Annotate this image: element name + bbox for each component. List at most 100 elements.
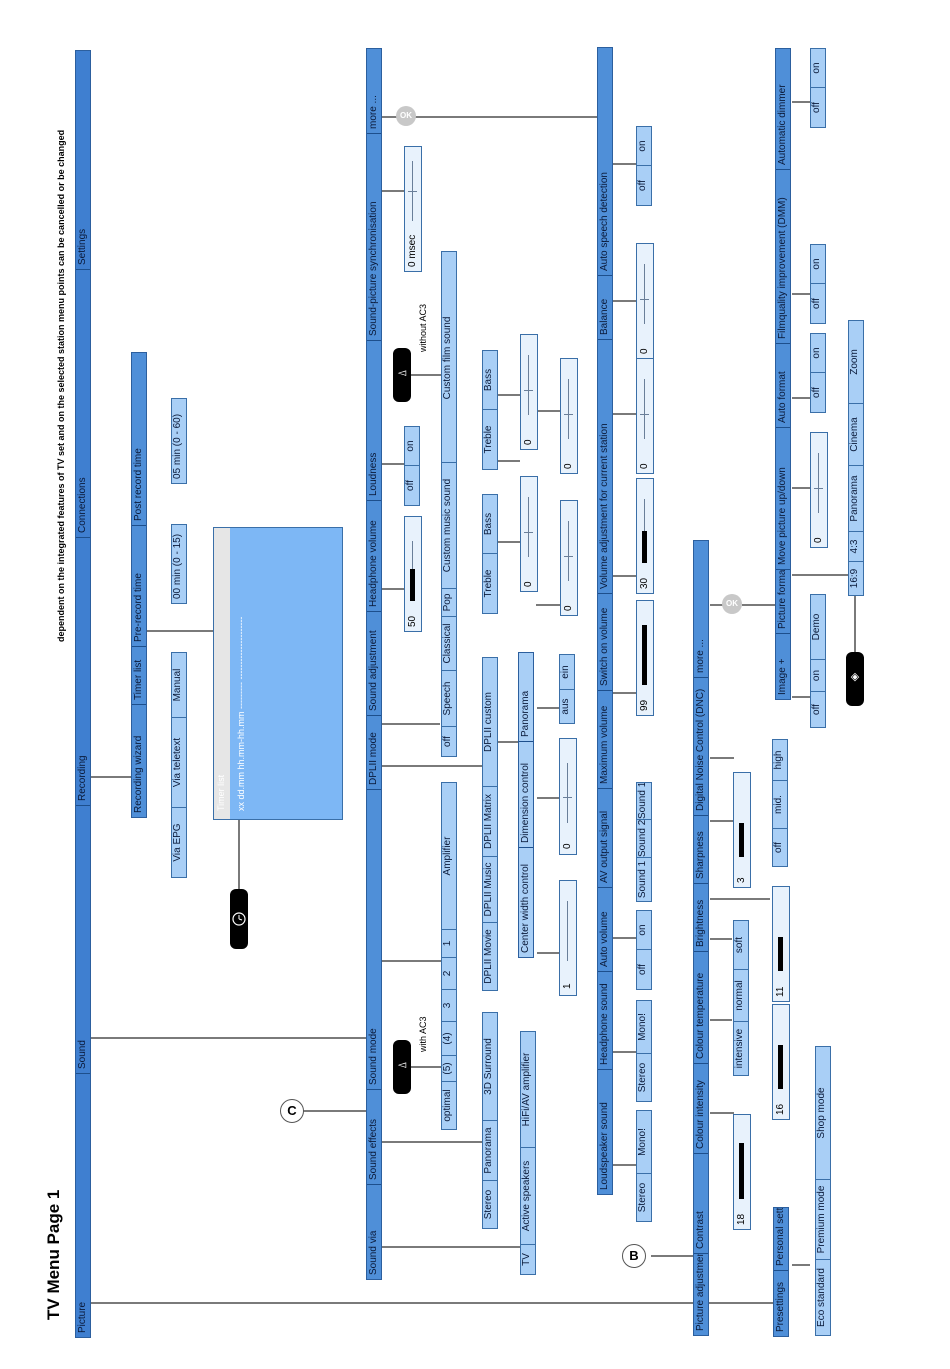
adjust-off[interactable]: off xyxy=(442,726,456,756)
image-plus[interactable]: Image + xyxy=(776,633,790,699)
panorama-aus[interactable]: aus xyxy=(560,689,574,723)
sync-slider[interactable]: 0 msec xyxy=(404,146,422,272)
dimension-slider[interactable]: 0 xyxy=(559,738,577,855)
picture-adjustment[interactable]: Picture adjustment xyxy=(694,1253,708,1335)
center-width-control[interactable]: Center width control xyxy=(519,847,533,957)
hifi-av-amplifier[interactable]: HiFi/AV amplifier xyxy=(521,1052,532,1127)
automatic-dimmer[interactable]: Automatic dimmer xyxy=(777,84,788,165)
adjust-speech[interactable]: Speech xyxy=(442,670,456,726)
adjust-custom-film[interactable]: Custom film sound xyxy=(442,316,453,400)
shop-mode[interactable]: Shop mode xyxy=(816,1087,827,1139)
switch-on-volume[interactable]: Switch on volume xyxy=(598,593,612,690)
film-treble[interactable]: Treble xyxy=(483,409,497,469)
premium-mode[interactable]: Premium mode xyxy=(816,1179,830,1259)
image-off[interactable]: off xyxy=(811,691,825,727)
auto-format-on[interactable]: on xyxy=(811,347,822,359)
dnc-high[interactable]: high xyxy=(773,750,784,770)
mode-3[interactable]: 3 xyxy=(442,989,456,1021)
speech-off[interactable]: off xyxy=(637,165,651,205)
loudness-on[interactable]: on xyxy=(405,440,416,452)
sound-picture-sync[interactable]: Sound-picture synchronisation xyxy=(367,133,381,340)
film-treble-slider[interactable]: 0 xyxy=(560,358,578,474)
sound-effects[interactable]: Sound effects xyxy=(367,1089,381,1184)
brightness-slider[interactable]: 11 xyxy=(772,886,790,1002)
adjust-classical[interactable]: Classical xyxy=(442,616,456,670)
headphone-volume-slider[interactable]: 50 xyxy=(404,516,422,632)
auto-volume[interactable]: Auto volume xyxy=(598,887,612,971)
mode-amplifier[interactable]: Amplifier xyxy=(442,836,453,876)
format-zoom[interactable]: Zoom xyxy=(849,349,860,375)
dpl-custom[interactable]: DPLII custom xyxy=(483,691,494,753)
av-on[interactable]: on xyxy=(637,924,648,936)
mode-5[interactable]: (5) xyxy=(442,1055,456,1081)
av-off[interactable]: off xyxy=(637,949,651,989)
format-4-3[interactable]: 4:3 xyxy=(849,531,863,561)
dimmer-on[interactable]: on xyxy=(811,62,822,74)
format-panorama[interactable]: Panorama xyxy=(849,465,863,531)
pre-record-value[interactable]: 00 min (0 - 15) xyxy=(171,524,187,604)
volume-adjust-slider[interactable]: 0 xyxy=(636,358,654,474)
auto-format[interactable]: Auto format xyxy=(776,343,790,427)
balance-slider[interactable]: 0 xyxy=(636,243,654,359)
sound-1-2[interactable]: Sound 1+2 xyxy=(637,783,648,819)
hp-stereo[interactable]: Stereo xyxy=(637,1053,651,1101)
sharpness-slider[interactable]: 3 xyxy=(733,772,751,888)
adjust-pop[interactable]: Pop xyxy=(442,588,456,616)
loudness[interactable]: Loudness xyxy=(367,340,381,500)
main-menu-picture[interactable]: Picture xyxy=(76,1073,90,1337)
mode-2[interactable]: 2 xyxy=(442,957,456,989)
panorama-ein[interactable]: ein xyxy=(560,665,571,679)
dpl-movie[interactable]: DPLII Movie xyxy=(483,922,497,990)
post-record-time[interactable]: Post record time xyxy=(133,448,144,521)
main-menu-settings[interactable]: Settings xyxy=(77,228,88,265)
dpl-music[interactable]: DPLII Music xyxy=(483,856,497,922)
switch-on-volume-slider[interactable]: 30 xyxy=(636,478,654,594)
music-bass-slider[interactable]: 0 xyxy=(520,476,538,592)
dpl-mode[interactable]: DPLII mode xyxy=(367,715,381,789)
picture-more[interactable]: more ... xyxy=(695,639,706,673)
adjust-custom-music[interactable]: Custom music sound xyxy=(442,462,456,588)
stereo[interactable]: Stereo xyxy=(483,1180,497,1228)
film-bass-slider[interactable]: 0 xyxy=(520,334,538,450)
headphone-volume[interactable]: Headphone volume xyxy=(367,500,381,611)
dnc-mid[interactable]: mid. xyxy=(773,780,787,828)
recording-wizard[interactable]: Recording wizard xyxy=(132,704,146,817)
speech-on[interactable]: on xyxy=(637,140,648,152)
mode-1[interactable]: 1 xyxy=(442,929,456,957)
temp-intensive[interactable]: intensive xyxy=(734,1021,748,1075)
post-record-value[interactable]: 05 min (0 - 60) xyxy=(171,398,187,484)
loudness-off[interactable]: off xyxy=(405,465,419,505)
image-on[interactable]: on xyxy=(811,659,825,691)
3d-surround[interactable]: 3D Surround xyxy=(483,1038,494,1095)
format-16-9[interactable]: 16:9 xyxy=(849,561,863,595)
sound-1[interactable]: Sound 1 xyxy=(637,857,651,901)
sound-via[interactable]: Sound via xyxy=(367,1184,381,1279)
brightness[interactable]: Brightness xyxy=(694,883,708,951)
sound-2[interactable]: Sound 2 xyxy=(637,819,651,857)
timer-list[interactable]: Timer list xyxy=(132,646,146,704)
move-picture[interactable]: Move picture up/down xyxy=(776,427,790,569)
loudspeaker-sound[interactable]: Loudspeaker sound xyxy=(598,1069,612,1194)
dimension-control[interactable]: Dimension control xyxy=(519,741,533,847)
sound-mode[interactable]: Sound mode xyxy=(367,789,381,1089)
via-teletext[interactable]: Via teletext xyxy=(172,717,186,807)
format-cinema[interactable]: Cinema xyxy=(849,403,863,465)
music-bass[interactable]: Bass xyxy=(483,512,494,536)
balance[interactable]: Balance xyxy=(598,275,612,339)
tv[interactable]: TV xyxy=(521,1244,535,1274)
volume-adjust-station[interactable]: Volume adjustment for current station xyxy=(598,339,612,593)
music-treble[interactable]: Treble xyxy=(483,553,497,613)
picture-format[interactable]: Picture format xyxy=(776,569,790,633)
music-treble-slider[interactable]: 0 xyxy=(560,500,578,616)
contrast-slider[interactable]: 18 xyxy=(733,1114,751,1230)
dmm[interactable]: Filmquality improvement (DMM) xyxy=(776,169,790,343)
main-menu-recording[interactable]: Recording xyxy=(76,537,90,805)
auto-speech-detection[interactable]: Auto speech detection xyxy=(599,172,610,271)
mode-optimal[interactable]: optimal xyxy=(442,1081,456,1129)
main-menu-sound[interactable]: Sound xyxy=(76,805,90,1073)
active-speakers[interactable]: Active speakers xyxy=(521,1147,535,1244)
timer-list-entry[interactable]: xx dd.mm hh.mm-hh.mm --------- ---------… xyxy=(236,616,246,811)
image-demo[interactable]: Demo xyxy=(811,613,822,641)
dpl-matrix[interactable]: DPLII Matrix xyxy=(483,786,497,856)
panorama[interactable]: Panorama xyxy=(483,1120,497,1180)
